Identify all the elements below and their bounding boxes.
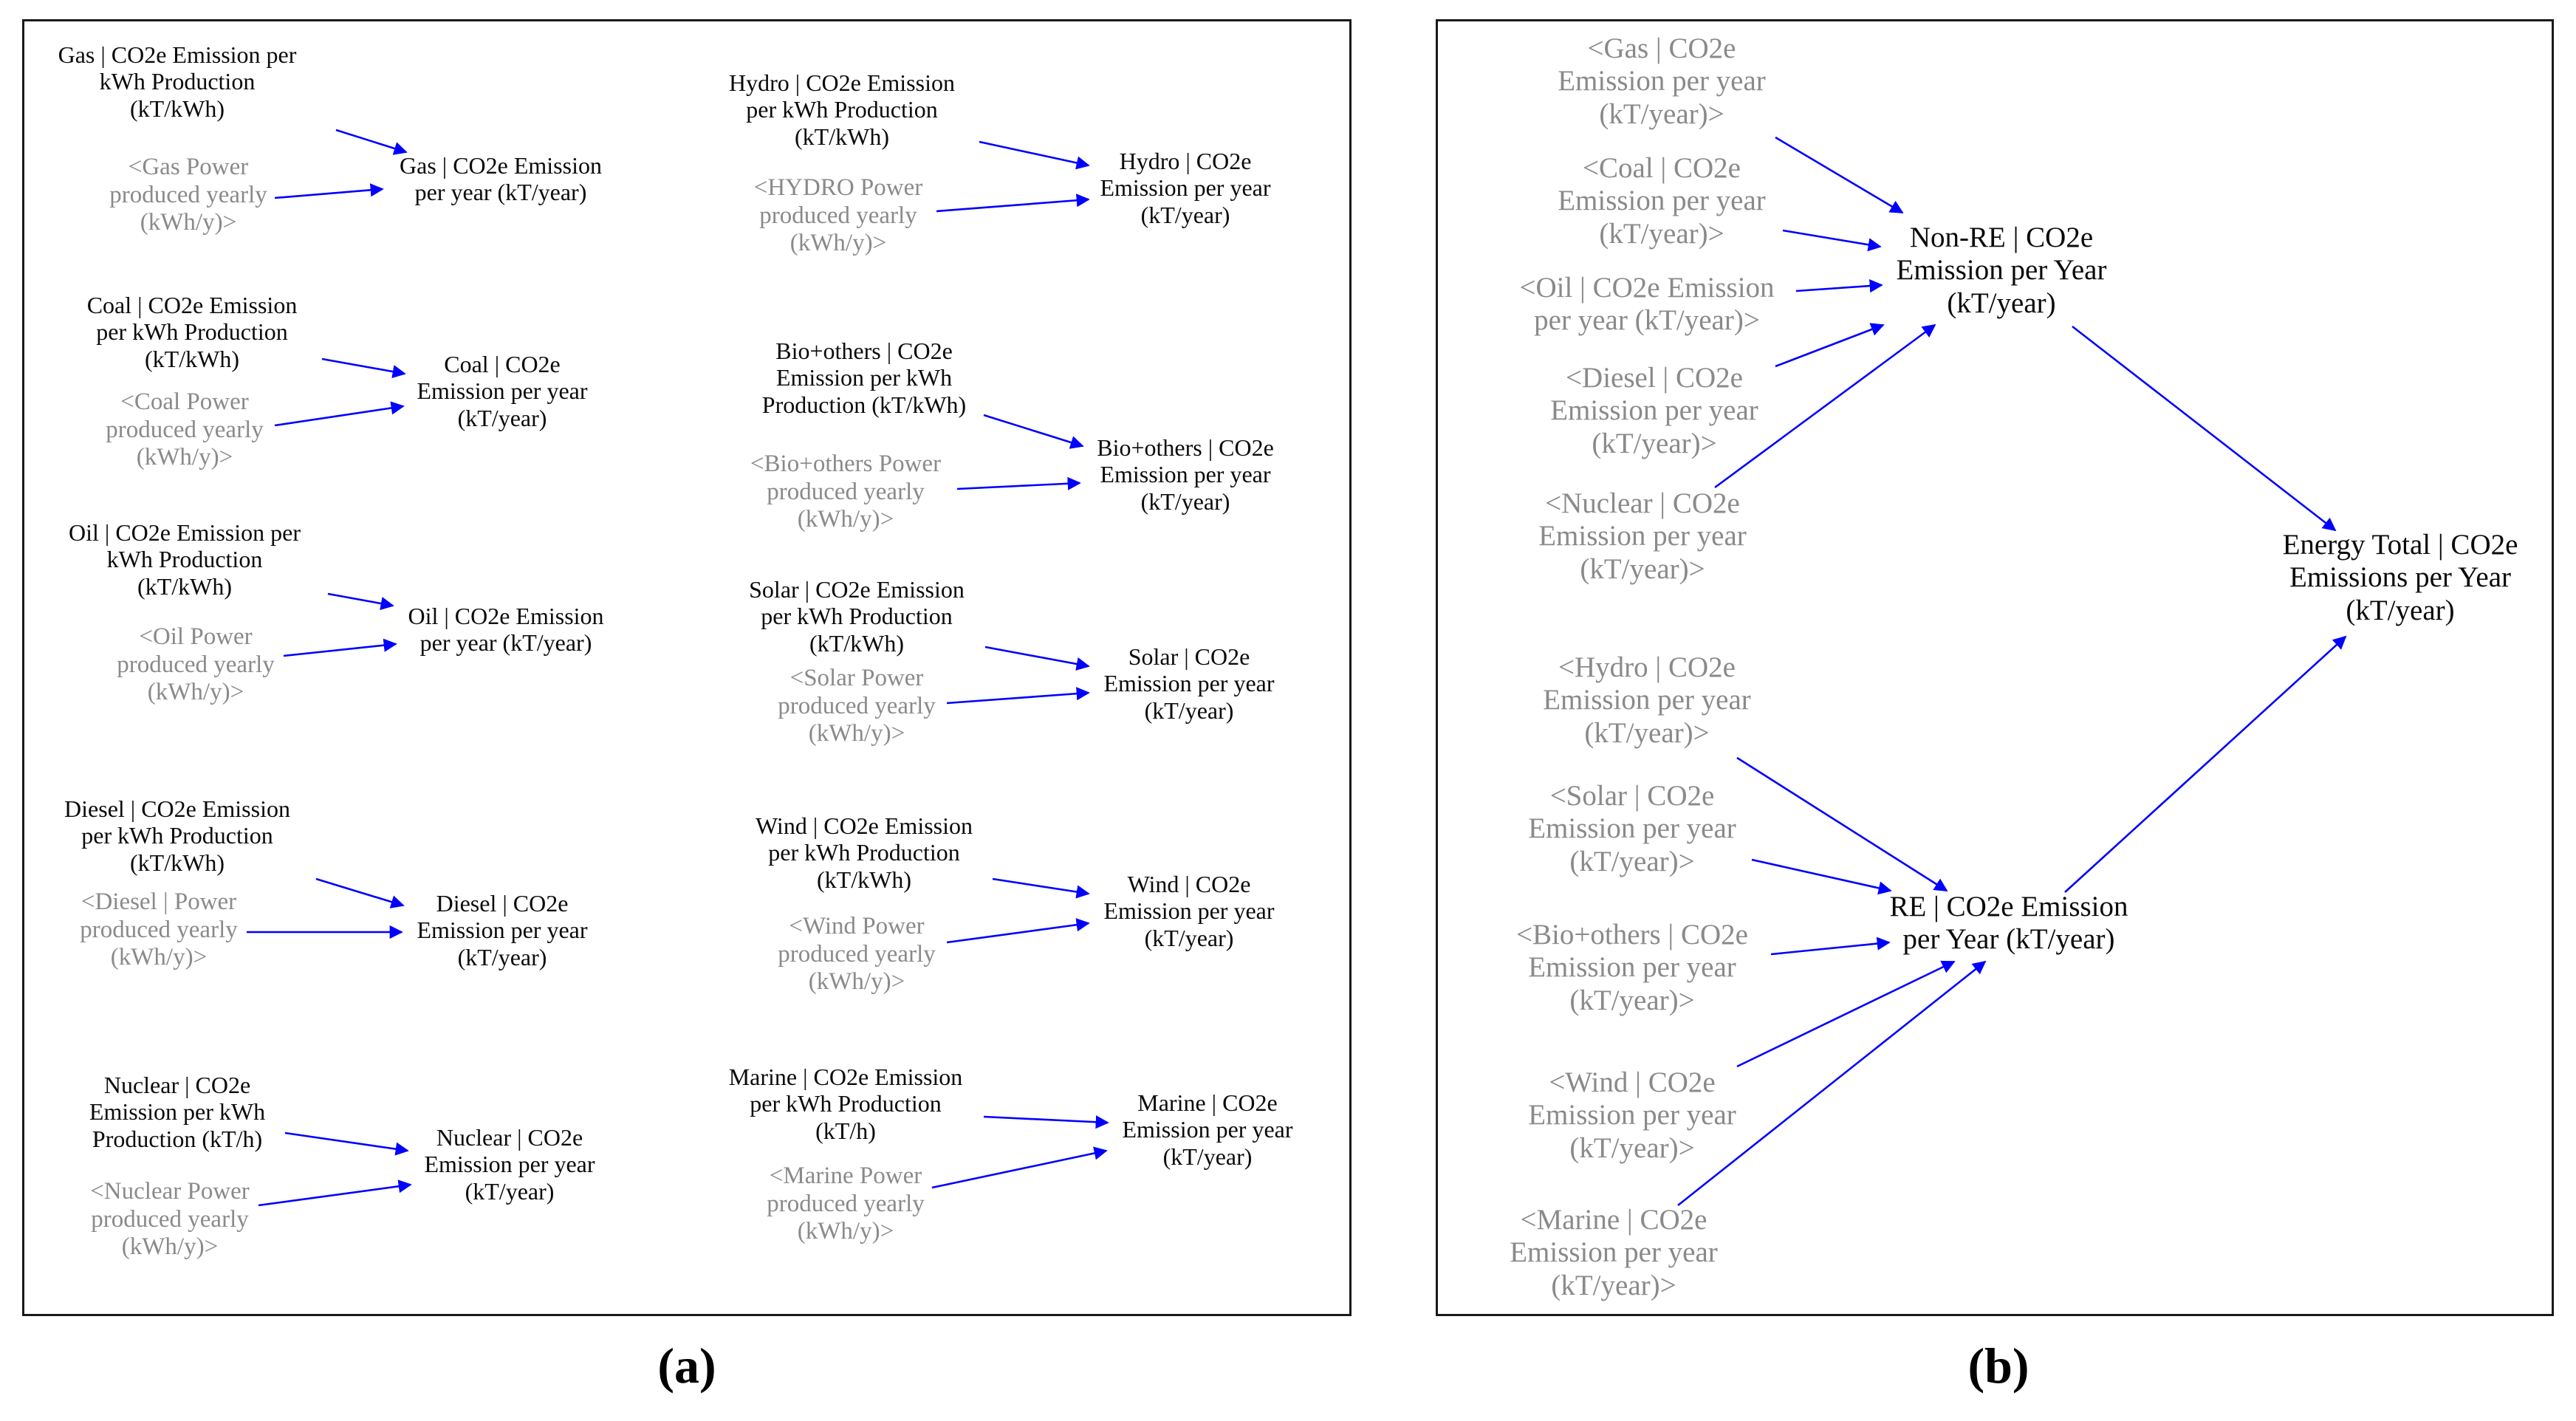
marine-rate: Marine | CO2e Emission per kWh Productio… <box>728 1064 963 1144</box>
gas-rate: Gas | CO2e Emission per kWh Production (… <box>58 41 297 122</box>
b-gas-emission: <Gas | CO2e Emission per year (kT/year)> <box>1558 32 1766 130</box>
oil-rate: Oil | CO2e Emission per kWh Production (… <box>69 519 301 600</box>
coal-emission: Coal | CO2e Emission per year (kT/year) <box>417 351 588 431</box>
solar-power: <Solar Power produced yearly (kWh/y)> <box>778 665 936 747</box>
b-oil-emission: <Oil | CO2e Emission per year (kT/year)> <box>1519 272 1775 337</box>
hydro-power: <HYDRO Power produced yearly (kWh/y)> <box>753 174 923 257</box>
gas-emission: Gas | CO2e Emission per year (kT/year) <box>400 152 602 206</box>
panel-a-frame <box>22 19 1352 1316</box>
nuclear-rate: Nuclear | CO2e Emission per kWh Producti… <box>89 1072 266 1152</box>
solar-rate: Solar | CO2e Emission per kWh Production… <box>749 576 965 657</box>
solar-emission: Solar | CO2e Emission per year (kT/year) <box>1103 643 1275 724</box>
wind-rate: Wind | CO2e Emission per kWh Production … <box>756 812 973 893</box>
diesel-rate: Diesel | CO2e Emission per kWh Productio… <box>64 795 290 876</box>
b-energy-total: Energy Total | CO2e Emissions per Year (… <box>2282 529 2518 626</box>
bio-rate: Bio+others | CO2e Emission per kWh Produ… <box>761 338 967 418</box>
oil-emission: Oil | CO2e Emission per year (kT/year) <box>408 603 604 657</box>
diesel-power: <Diesel | Power produced yearly (kWh/y)> <box>80 888 238 971</box>
bio-power: <Bio+others Power produced yearly (kWh/y… <box>750 451 942 533</box>
diesel-emission: Diesel | CO2e Emission per year (kT/year… <box>417 890 588 970</box>
b-wind-emission: <Wind | CO2e Emission per year (kT/year)… <box>1528 1066 1736 1164</box>
hydro-rate: Hydro | CO2e Emission per kWh Production… <box>729 69 955 150</box>
wind-power: <Wind Power produced yearly (kWh/y)> <box>778 913 936 996</box>
b-marine-emission: <Marine | CO2e Emission per year (kT/yea… <box>1510 1204 1718 1301</box>
b-re-emission: RE | CO2e Emission per Year (kT/year) <box>1889 891 2128 956</box>
b-coal-emission: <Coal | CO2e Emission per year (kT/year)… <box>1558 152 1766 250</box>
gas-power: <Gas Power produced yearly (kWh/y)> <box>109 154 267 236</box>
caption-b: (b) <box>1967 1338 2029 1394</box>
caption-a: (a) <box>657 1338 716 1394</box>
panel-b-frame <box>1436 19 2554 1316</box>
b-bio-emission: <Bio+others | CO2e Emission per year (kT… <box>1516 919 1748 1016</box>
b-hydro-emission: <Hydro | CO2e Emission per year (kT/year… <box>1543 651 1751 749</box>
b-diesel-emission: <Diesel | CO2e Emission per year (kT/yea… <box>1550 362 1758 459</box>
bio-emission: Bio+others | CO2e Emission per year (kT/… <box>1097 434 1274 515</box>
coal-power: <Coal Power produced yearly (kWh/y)> <box>106 388 264 471</box>
marine-power: <Marine Power produced yearly (kWh/y)> <box>767 1163 925 1245</box>
oil-power: <Oil Power produced yearly (kWh/y)> <box>117 623 275 706</box>
b-solar-emission: <Solar | CO2e Emission per year (kT/year… <box>1528 780 1736 877</box>
hydro-emission: Hydro | CO2e Emission per year (kT/year) <box>1100 148 1271 228</box>
coal-rate: Coal | CO2e Emission per kWh Production … <box>86 292 298 372</box>
b-nuclear-emission: <Nuclear | CO2e Emission per year (kT/ye… <box>1538 487 1747 585</box>
nuclear-emission: Nuclear | CO2e Emission per year (kT/yea… <box>424 1124 595 1205</box>
marine-emission: Marine | CO2e Emission per year (kT/year… <box>1122 1089 1293 1170</box>
wind-emission: Wind | CO2e Emission per year (kT/year) <box>1103 871 1275 951</box>
nuclear-power: <Nuclear Power produced yearly (kWh/y)> <box>90 1178 250 1261</box>
b-nonre-emission: Non-RE | CO2e Emission per Year (kT/year… <box>1896 222 2107 319</box>
